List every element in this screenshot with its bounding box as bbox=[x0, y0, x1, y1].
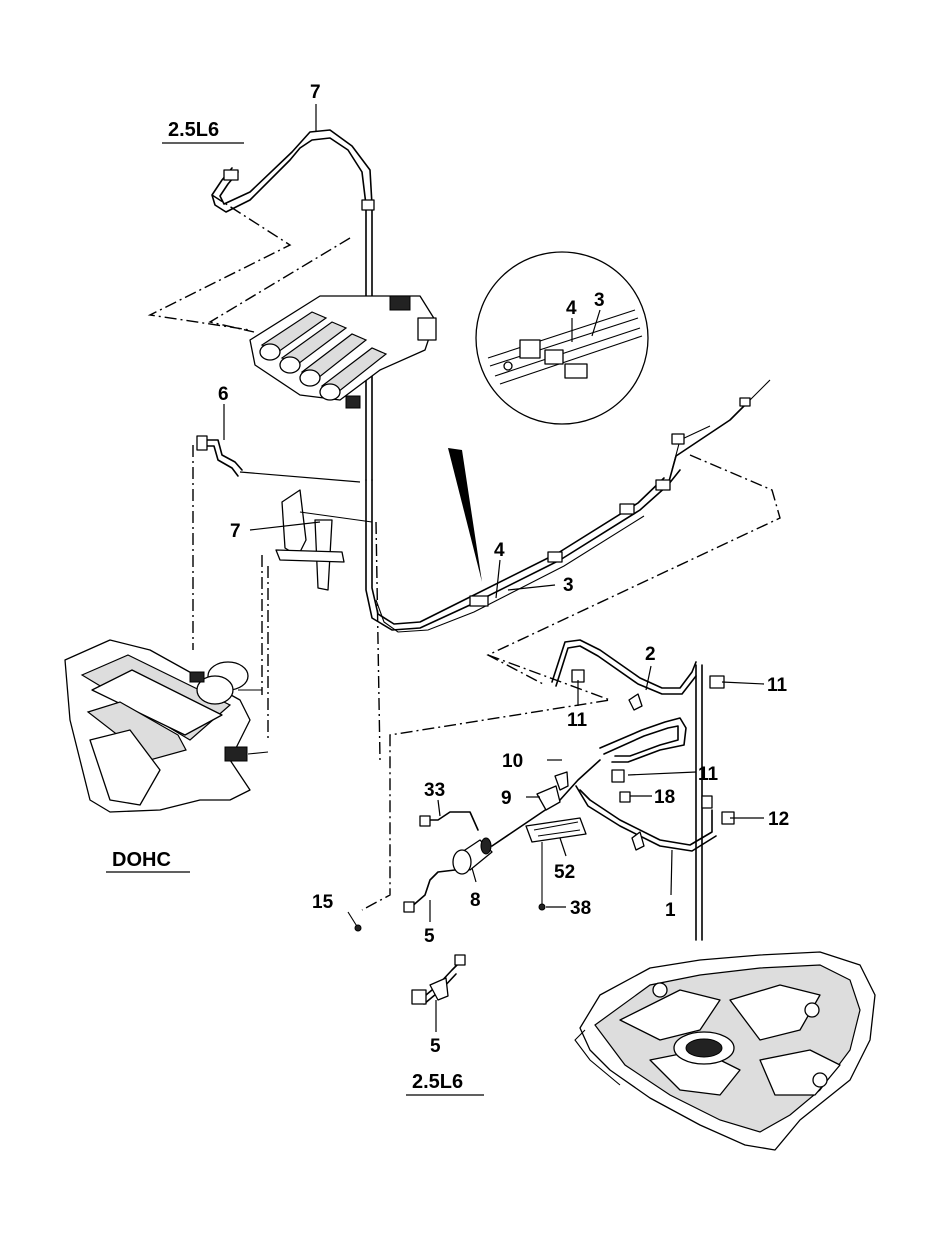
callout-4: 4 bbox=[494, 540, 505, 561]
main-fuel-lines bbox=[365, 379, 771, 633]
callout-10: 10 bbox=[502, 751, 523, 772]
callout-1: 1 bbox=[665, 900, 676, 921]
callout-2: 2 bbox=[645, 644, 656, 665]
callout-3-detail: 3 bbox=[594, 290, 605, 311]
detail-pointer bbox=[448, 448, 482, 582]
fitting-5-bottom bbox=[411, 954, 466, 1005]
bracket-7 bbox=[261, 489, 381, 761]
callout-5-b: 5 bbox=[430, 1036, 441, 1057]
callout-3: 3 bbox=[563, 575, 574, 596]
intake-manifold bbox=[249, 295, 437, 409]
callout-12: 12 bbox=[768, 809, 789, 830]
callout-11-a: 11 bbox=[767, 675, 788, 696]
upper-fuel-line-assembly bbox=[147, 129, 375, 481]
fuel-tank bbox=[574, 951, 876, 1151]
underbody-lines bbox=[361, 639, 735, 941]
callout-11-c: 11 bbox=[698, 764, 719, 785]
rear-line-box bbox=[486, 454, 781, 686]
callout-33: 33 bbox=[424, 780, 445, 801]
section-label-engine: DOHC bbox=[112, 849, 171, 871]
callout-8: 8 bbox=[470, 890, 481, 911]
callout-11-b: 11 bbox=[567, 710, 588, 731]
detail-circle bbox=[475, 251, 649, 425]
callout-38: 38 bbox=[570, 898, 591, 919]
callout-4-detail: 4 bbox=[566, 298, 577, 319]
callout-7-top: 7 bbox=[310, 82, 321, 103]
hose-6 bbox=[192, 435, 361, 650]
engine-dohc bbox=[64, 639, 269, 813]
section-label-bottom: 2.5L6 bbox=[412, 1071, 463, 1093]
callout-7-mid: 7 bbox=[230, 521, 241, 542]
section-labels: 2.5L6 DOHC 2.5L6 bbox=[106, 119, 484, 1096]
fuel-filter-assembly bbox=[347, 771, 587, 932]
callout-9: 9 bbox=[501, 788, 512, 809]
callout-18: 18 bbox=[654, 787, 675, 808]
callout-6: 6 bbox=[218, 384, 229, 405]
callout-15: 15 bbox=[312, 892, 334, 913]
callout-52: 52 bbox=[554, 862, 575, 883]
callout-5-a: 5 bbox=[424, 926, 435, 947]
section-label-top: 2.5L6 bbox=[168, 119, 219, 141]
callout-numbers: 7 6 7 4 3 4 3 2 11 11 11 10 9 18 12 33 5… bbox=[218, 82, 789, 1057]
leader-lines bbox=[223, 104, 765, 1032]
